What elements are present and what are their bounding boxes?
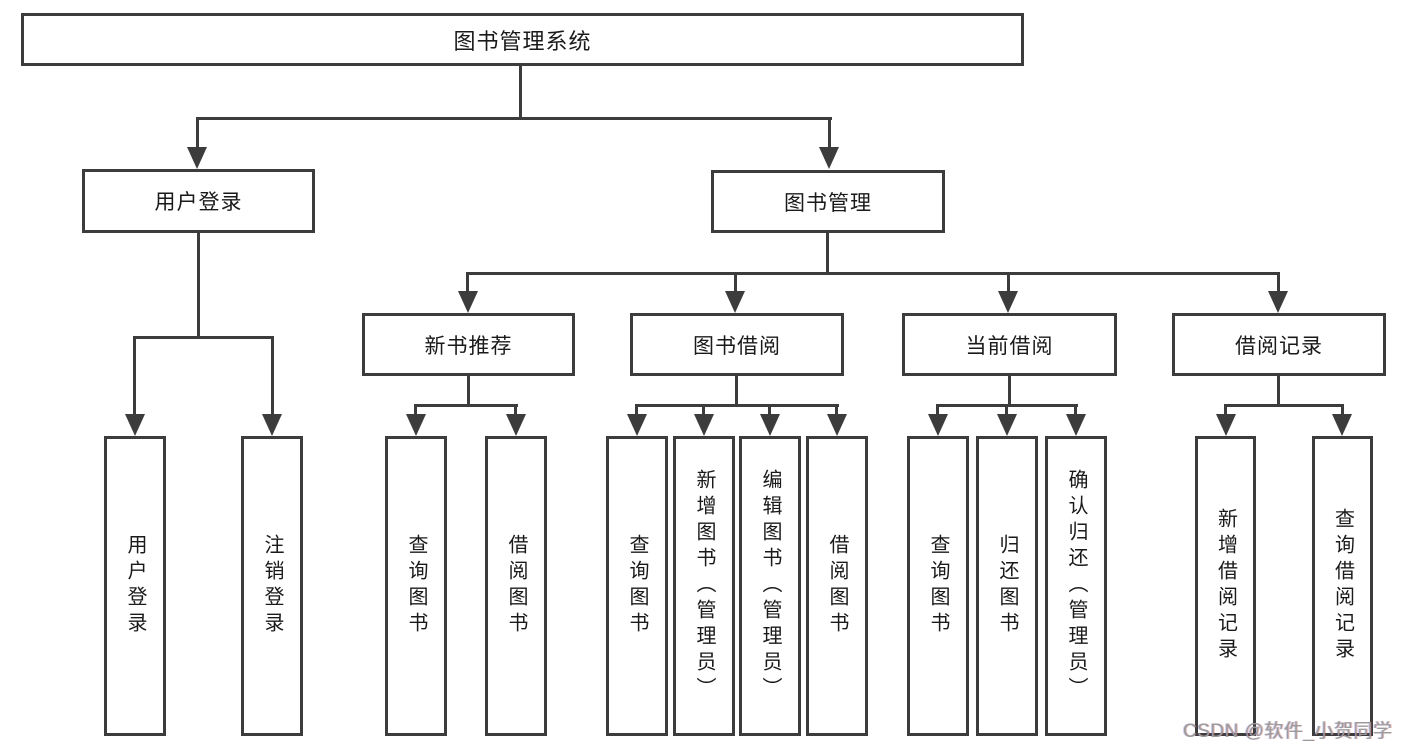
connector-book-mgmt-drop	[826, 233, 829, 273]
leaf-logout-login: 注销登录	[241, 436, 303, 736]
leaf-return-books: 归还图书	[976, 436, 1038, 736]
arrowhead-icon	[1268, 291, 1288, 313]
arrowhead-icon	[1332, 414, 1352, 436]
connector-split	[414, 404, 518, 407]
node-user-login: 用户登录	[82, 169, 315, 233]
node-borrowing-records: 借阅记录	[1172, 313, 1386, 376]
connector-stem	[835, 404, 838, 417]
arrowhead-icon	[627, 414, 647, 436]
node-root: 图书管理系统	[21, 13, 1024, 66]
connector-user-login-drop	[197, 233, 200, 336]
connector-stem	[768, 404, 771, 417]
leaf-edit-book-admin: 编辑图书（管理员）	[739, 436, 801, 736]
connector-borrow-record-drop	[1277, 376, 1280, 406]
connector-split	[1224, 404, 1344, 407]
node-book-management: 图书管理	[711, 170, 945, 233]
connector-stem	[828, 117, 831, 149]
leaf-borrow-books-1: 借阅图书	[485, 436, 547, 736]
connector-stem	[1341, 404, 1344, 417]
connector-stem	[702, 404, 705, 417]
csdn-watermark: CSDN @软件_小贺同学	[1183, 721, 1393, 742]
connector-book-borrow-drop	[735, 376, 738, 406]
connector-stem	[414, 404, 417, 417]
arrowhead-icon	[760, 414, 780, 436]
node-book-borrowing: 图书借阅	[630, 313, 844, 376]
connector-stem	[1224, 404, 1227, 417]
arrowhead-icon	[1066, 414, 1086, 436]
leaf-query-books-1: 查询图书	[385, 436, 447, 736]
arrowhead-icon	[997, 414, 1017, 436]
arrowhead-icon	[725, 291, 745, 313]
leaf-add-book-admin: 新增图书（管理员）	[673, 436, 735, 736]
connector-root-drop	[519, 66, 522, 119]
node-new-book-recommend: 新书推荐	[362, 313, 575, 376]
arrowhead-icon	[125, 414, 145, 436]
arrowhead-icon	[827, 414, 847, 436]
node-current-borrowing: 当前借阅	[902, 313, 1117, 376]
connector-new-book-drop	[467, 376, 470, 406]
arrowhead-icon	[1216, 414, 1236, 436]
arrowhead-icon	[458, 291, 478, 313]
connector-current-borrow-drop	[1008, 376, 1011, 406]
connector-stem	[1277, 272, 1280, 294]
leaf-query-books-3: 查询图书	[907, 436, 969, 736]
arrowhead-icon	[998, 291, 1018, 313]
connector-stem	[734, 272, 737, 294]
connector-stem	[635, 404, 638, 417]
arrowhead-icon	[694, 414, 714, 436]
leaf-confirm-return-admin: 确认归还（管理员）	[1045, 436, 1107, 736]
connector-stem	[271, 336, 274, 417]
connector-stem	[1005, 404, 1008, 417]
leaf-borrow-books-2: 借阅图书	[806, 436, 868, 736]
leaf-query-borrow-record: 查询借阅记录	[1312, 436, 1373, 736]
connector-user-login-split	[133, 336, 274, 339]
arrowhead-icon	[506, 414, 526, 436]
connector-stem	[936, 404, 939, 417]
connector-stem	[466, 272, 469, 294]
arrowhead-icon	[262, 414, 282, 436]
connector-stem	[1074, 404, 1077, 417]
connector-stem	[514, 404, 517, 417]
connector-stem	[1007, 272, 1010, 294]
leaf-add-borrow-record: 新增借阅记录	[1195, 436, 1256, 736]
connector-root-split	[196, 117, 832, 120]
arrowhead-icon	[187, 147, 207, 169]
arrowhead-icon	[406, 414, 426, 436]
arrowhead-icon	[819, 147, 839, 169]
leaf-query-books-2: 查询图书	[606, 436, 668, 736]
connector-split	[635, 404, 839, 407]
connector-book-mgmt-split	[466, 272, 1280, 275]
leaf-user-login: 用户登录	[104, 436, 166, 736]
arrowhead-icon	[928, 414, 948, 436]
connector-stem	[196, 117, 199, 149]
connector-stem	[133, 336, 136, 417]
